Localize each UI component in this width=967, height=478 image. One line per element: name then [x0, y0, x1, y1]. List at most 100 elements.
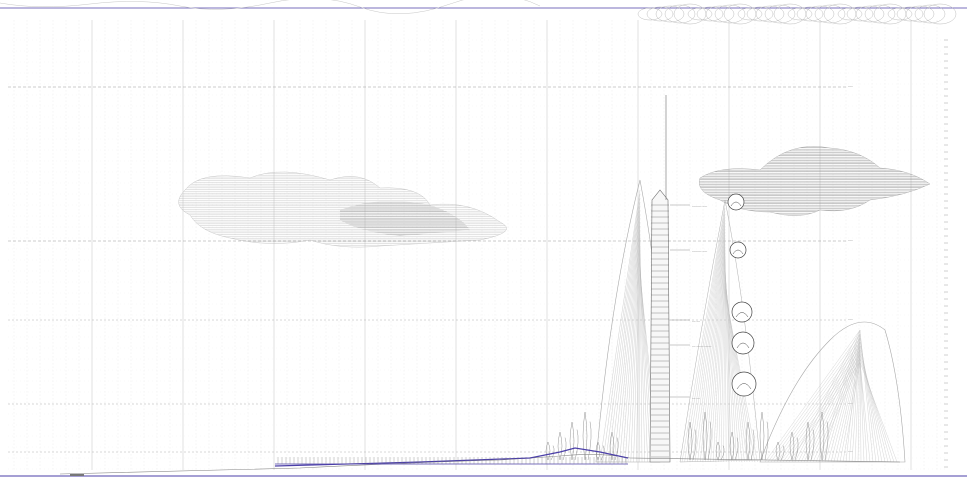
swirl-loop [846, 6, 874, 22]
swirl-loop [655, 5, 685, 23]
swirl-loop [837, 7, 863, 21]
plant-blade [759, 411, 765, 461]
terrain-line [715, 243, 726, 463]
terrain-line [687, 210, 726, 463]
terrain-line [684, 207, 726, 463]
plant-blade [582, 411, 588, 461]
terrain-line [723, 252, 726, 463]
plant-blade [775, 441, 781, 461]
pod-icon [731, 331, 755, 355]
plant-blade [824, 421, 829, 461]
terrain-line [859, 349, 862, 463]
plant-blade [692, 429, 697, 461]
swirl-loop [764, 4, 796, 24]
plant-blade [702, 411, 708, 461]
plant-blade [574, 429, 579, 461]
terrain-line [705, 231, 726, 463]
terrain-line [836, 353, 861, 463]
terrain-line [859, 345, 886, 463]
pod-icon [731, 371, 757, 397]
level-marker-label: ____ [847, 401, 854, 404]
terrain-line [859, 361, 871, 463]
pod-icon [731, 301, 753, 323]
plant-blade [805, 421, 811, 461]
swirl-loop [914, 4, 946, 24]
terrain-line [639, 261, 651, 463]
terrain-line [859, 341, 883, 463]
terrain-line [630, 233, 641, 463]
swirl-loop [905, 5, 935, 23]
terrain-line [639, 253, 645, 463]
swirl-loop [814, 4, 846, 24]
terrain-line [788, 361, 861, 463]
terrain-line [859, 357, 895, 463]
swirl-loop [637, 7, 663, 21]
terrain-line [827, 341, 861, 463]
terrain-line [608, 201, 641, 463]
level-markers: ____ ____ ____ ____ ____ [847, 84, 854, 452]
cloud-icon [699, 146, 931, 216]
ground-structure [0, 447, 967, 477]
terrain-line [859, 353, 892, 463]
plant-blade [789, 431, 795, 461]
terrain-line [779, 349, 861, 463]
terrain-line [639, 257, 648, 463]
terrain-line [710, 237, 726, 463]
terrain-line [782, 353, 861, 463]
swirl-loop [887, 7, 913, 21]
pod-icon [729, 241, 747, 259]
plant-blade [715, 441, 721, 461]
terrain-line [718, 246, 726, 463]
terrain-line [707, 234, 726, 463]
terrain-line [616, 213, 641, 463]
callout-label: ___ ___ [691, 396, 701, 399]
level-marker-label: ____ [847, 84, 854, 87]
top-border [0, 0, 967, 25]
terrain-line [839, 357, 861, 463]
terrain-line [625, 225, 641, 463]
terrain-line [602, 193, 641, 463]
terrain-line [639, 249, 643, 463]
terrain-line [692, 216, 726, 463]
terrain-line [636, 241, 641, 463]
walkway-accent [274, 447, 629, 467]
plant-blade [587, 421, 592, 461]
terrain-line [791, 329, 861, 463]
tower-icon [649, 95, 671, 463]
terrain-line [857, 345, 861, 463]
terrain-line [633, 237, 641, 463]
terrain-line [854, 341, 861, 463]
swirl-loop [687, 7, 713, 21]
terrain-line [797, 337, 861, 463]
terrain-line [848, 333, 861, 463]
terrain-line [605, 197, 641, 463]
terrain-line [859, 361, 898, 463]
swirl-loop [737, 7, 763, 21]
swirl-loop [755, 5, 785, 23]
swirl-loop [696, 6, 724, 22]
swirl-loop [896, 6, 924, 22]
terrain-line [622, 221, 641, 463]
swirl-ornament [637, 3, 957, 25]
plant-icon [545, 411, 829, 461]
terrain-line [809, 353, 861, 463]
callout-label: ___ ______ ______ [691, 344, 712, 347]
swirl-loop [855, 5, 885, 23]
plant-blade [745, 421, 751, 461]
plant-blade [720, 445, 725, 461]
swirl-loop [796, 6, 824, 22]
terrain-line [859, 349, 889, 463]
detail-callouts: ________ ____ ________ ____ ___ ___ ___ … [670, 204, 712, 399]
plant-blade [550, 445, 555, 461]
terrain-line [845, 329, 861, 463]
terrain-line [627, 229, 641, 463]
swirl-loop [646, 6, 674, 22]
plant-blade [562, 437, 567, 461]
swirl-loop [864, 4, 896, 24]
terrain-line [681, 204, 726, 463]
swirl-loop [664, 4, 696, 24]
cloud-icon [178, 171, 507, 248]
terrain-line [720, 249, 726, 463]
level-marker-label: ____ [847, 238, 854, 241]
